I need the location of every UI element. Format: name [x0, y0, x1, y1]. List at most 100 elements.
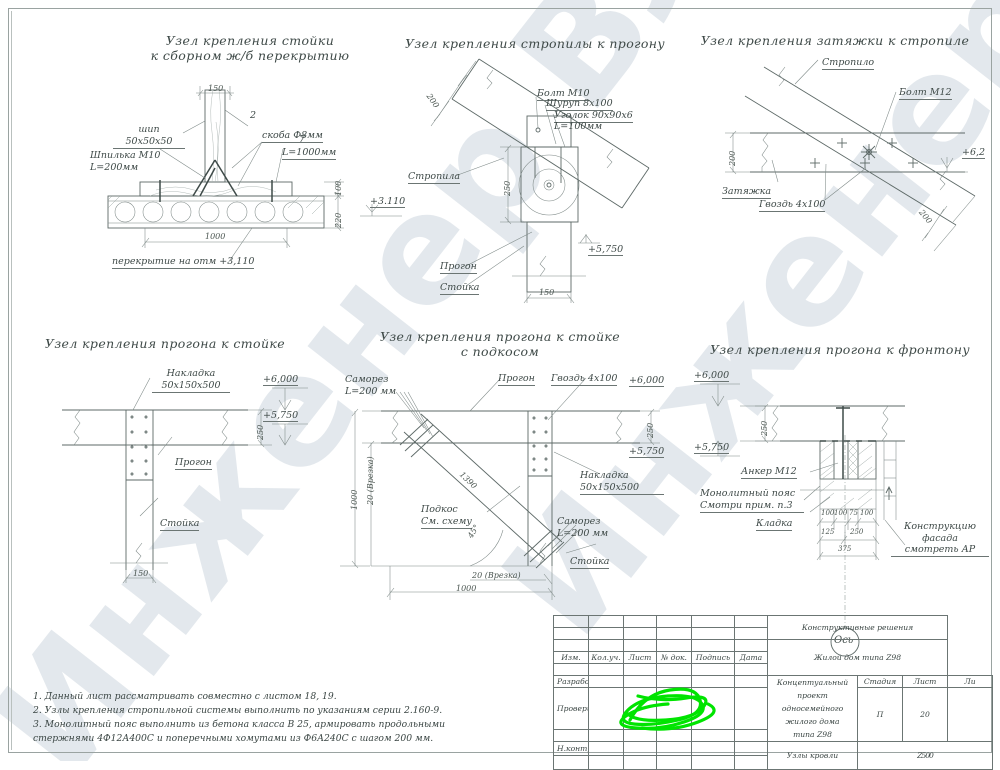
label-monolithic-belt: Монолитный пояс Смотри прим. п.3	[700, 488, 804, 513]
tb-role-checker: Проверил	[553, 687, 589, 730]
tb-blank	[691, 755, 735, 770]
sheet-border-inner	[11, 11, 989, 750]
tb-blank	[734, 741, 768, 756]
label-nail: Гвоздь 4х100	[551, 373, 618, 386]
tb-blank	[656, 755, 692, 770]
tb-blank	[656, 741, 692, 756]
elevation-mark-5750: +5,750	[588, 244, 624, 256]
label-screw-top: Саморез L=200 мм	[345, 374, 397, 397]
tb-blank	[734, 729, 768, 742]
tb-blank	[623, 675, 657, 688]
elevation-mark-5750: +5,750	[629, 446, 665, 458]
tb-blank	[623, 687, 657, 730]
tb-blank	[588, 615, 624, 628]
tb-role-developer: Разработал	[553, 675, 589, 688]
dim-slab-span: 1000	[205, 232, 226, 241]
label-rafter: Стропило	[822, 57, 875, 70]
elevation-mark-5750: +5,750	[694, 442, 730, 454]
label-post: Стойка	[570, 556, 610, 569]
label-pos-7: 7	[299, 134, 306, 145]
tb-blank	[553, 729, 589, 742]
tb-project-description: Концептуальный проект односемейного жило…	[767, 675, 858, 742]
tb-blank	[553, 755, 589, 770]
dim-brace-span: 1000	[456, 584, 477, 593]
tb-drawing-name: Узлы кровли	[767, 741, 858, 770]
label-steel-angle: Уголок 90х90х6	[554, 110, 633, 123]
label-plate: Накладка 50x150x500	[152, 368, 230, 393]
detail-title-tie-to-rafter: Узел крепления затяжки к стропиле	[700, 33, 970, 48]
dim-chain2-2: 250	[850, 528, 864, 536]
label-purlin: Прогон	[175, 457, 212, 470]
tb-header-podpis: Подпись	[691, 651, 735, 664]
tb-object-name: Жилой дом типа Z98	[767, 639, 948, 676]
sheet-border-outer	[8, 8, 992, 753]
title-block: Конструктивные решения Жилой дом типа Z9…	[553, 615, 993, 770]
detail-title-rafter-to-purlin: Узел крепления стропилы к прогону	[404, 36, 666, 51]
label-anchor: Анкер М12	[741, 466, 797, 479]
tb-blank	[691, 615, 735, 628]
tb-blank	[553, 639, 589, 652]
label-plate: Накладка 50x150x500	[580, 470, 664, 495]
label-nail: Гвоздь 4х100	[759, 199, 826, 212]
tb-stage-value: П	[857, 687, 903, 742]
label-post: Стойка	[160, 518, 200, 531]
tb-signature-cell[interactable]	[588, 675, 624, 688]
tb-blank	[691, 729, 735, 742]
tb-sheets-value	[947, 687, 993, 742]
tb-section: Конструктивные решения	[767, 615, 948, 640]
elevation-mark-62: +6,2	[962, 147, 986, 159]
tb-header-ndok: № док.	[656, 651, 692, 664]
tb-blank	[656, 615, 692, 628]
tb-signature-cell[interactable]	[588, 687, 624, 730]
label-post: Стойка	[440, 282, 480, 295]
elevation-mark-6000: +6,000	[694, 370, 730, 382]
label-pos-2: 2	[250, 110, 257, 121]
dim-chain-3: 75	[849, 509, 858, 517]
label-tenon: шип 50x50x50	[113, 124, 185, 149]
tb-signature-cell[interactable]	[588, 729, 624, 742]
tb-blank	[553, 663, 589, 676]
tb-blank	[623, 627, 657, 640]
dim-chain2-1: 125	[821, 528, 835, 536]
tb-blank	[656, 627, 692, 640]
tb-role-normcontrol: Н.контр.	[553, 741, 589, 756]
elevation-mark-5750: +5,750	[263, 410, 299, 422]
dim-purlin-height: 250	[760, 420, 769, 436]
label-purlin: Прогон	[498, 373, 535, 386]
label-pos-7-length: L=1000мм	[282, 147, 337, 160]
dim-notch-horizontal: 20 (Врезка)	[472, 571, 521, 580]
label-screw: Шуруп 8х100	[546, 98, 613, 111]
tb-blank	[656, 663, 692, 676]
tb-header-izm: Изм.	[553, 651, 589, 664]
dim-post-width: 150	[539, 288, 555, 297]
tb-blank	[588, 663, 624, 676]
tb-blank	[691, 627, 735, 640]
tb-blank	[734, 663, 768, 676]
elevation-mark-6000: +6,000	[629, 375, 665, 387]
dim-total: 375	[838, 545, 852, 553]
label-purlin: Прогон	[440, 261, 477, 274]
label-screw-bottom: Саморез L=200 мм	[557, 516, 609, 539]
label-brace: Подкос См. схему	[421, 504, 472, 529]
tb-blank	[734, 615, 768, 628]
tb-blank	[623, 729, 657, 742]
dim-chain-2: 100	[834, 509, 848, 517]
detail-title-purlin-to-post: Узел крепления прогона к стойке	[44, 336, 286, 351]
general-notes: 1. Данный лист рассматривать совместно с…	[33, 691, 446, 744]
tb-signature-cell[interactable]	[588, 741, 624, 756]
label-bracket: скоба Ф8мм	[262, 130, 323, 143]
label-steel-angle-length: L=100мм	[554, 121, 603, 132]
tb-sheet-value: 20	[902, 687, 948, 742]
elevation-mark-6000: +6,000	[263, 374, 299, 386]
dim-post-width: 150	[133, 569, 149, 578]
tb-blank	[691, 687, 735, 730]
label-rafter: Стропила	[408, 171, 461, 184]
tb-blank	[623, 639, 657, 652]
dim-post-width: 150	[208, 84, 224, 93]
tb-blank	[691, 741, 735, 756]
tb-blank	[656, 729, 692, 742]
tb-blank	[588, 627, 624, 640]
tb-blank	[734, 755, 768, 770]
